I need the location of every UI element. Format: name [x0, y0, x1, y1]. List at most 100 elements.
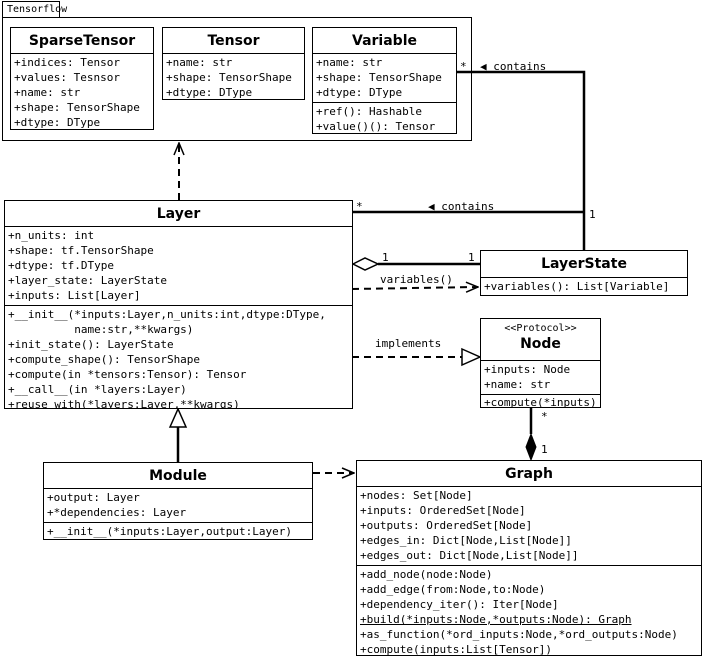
method: +reuse_with(*layers:Layer,**kwargs)	[8, 398, 240, 409]
class-name: Layer	[156, 206, 201, 222]
attributes-section: +name: str +shape: TensorShape +dtype: D…	[163, 54, 304, 99]
methods-section: +__init__(*inputs:Layer,output:Layer)	[44, 523, 312, 539]
package-tensorflow	[2, 17, 472, 141]
method: +add_edge(from:Node,to:Node)	[360, 583, 546, 596]
multiplicity-aggregation-layerstate: 1	[468, 251, 475, 264]
package-tab: Tensorflow	[2, 1, 67, 17]
class-name: LayerState	[541, 256, 627, 272]
edge-layerstate-variable-contains	[457, 70, 586, 250]
multiplicity-graph: 1	[541, 443, 548, 456]
method: +variables(): List[Variable]	[484, 280, 670, 293]
aggregation-diamond	[351, 257, 380, 271]
class-name: Variable	[352, 33, 417, 49]
attributes-section: +output: Layer +*dependencies: Layer	[44, 489, 312, 523]
class-node: <<Protocol>> Node +inputs: Node +name: s…	[480, 318, 601, 408]
methods-section: +ref(): Hashable +value()(): Tensor	[313, 103, 456, 133]
attributes-section: +n_units: int +shape: tf.TensorShape +dt…	[5, 227, 352, 306]
method: +compute(inputs:List[Tensor])	[360, 643, 553, 656]
multiplicity-node: *	[541, 410, 548, 423]
attribute: +dtype: tf.DType	[8, 259, 114, 272]
edge-layer-variables-dependency	[351, 287, 478, 289]
attribute: +n_units: int	[8, 229, 95, 242]
class-header: Graph	[357, 461, 701, 487]
attribute: +dtype: DType	[14, 116, 101, 129]
attributes-section: +name: str +shape: TensorShape +dtype: D…	[313, 54, 456, 103]
method: +__call__(in *layers:Layer)	[8, 383, 187, 396]
class-header: Layer	[5, 201, 352, 227]
edge-label-contains-layer: ◀ contains	[428, 200, 495, 213]
class-module: Module +output: Layer +*dependencies: La…	[43, 462, 313, 540]
method: name:str,**kwargs)	[8, 323, 194, 336]
methods-section: +__init__(*inputs:Layer,n_units:int,dtyp…	[5, 306, 352, 409]
method: +value()(): Tensor	[316, 120, 436, 133]
attributes-section: +indices: Tensor +values: Tesnsor +name:…	[11, 54, 153, 129]
class-name: Tensor	[207, 33, 260, 49]
methods-section: +variables(): List[Variable]	[481, 278, 687, 295]
composition-diamond	[525, 432, 537, 462]
class-header: Tensor	[163, 28, 304, 54]
method: +__init__(*inputs:Layer,n_units:int,dtyp…	[8, 308, 326, 321]
attribute: +dtype: DType	[316, 86, 403, 99]
class-header: Module	[44, 463, 312, 489]
class-header: LayerState	[481, 251, 687, 278]
class-name: Graph	[505, 466, 553, 482]
class-name: SparseTensor	[28, 33, 136, 49]
multiplicity-layerstate-contains: 1	[589, 208, 596, 221]
method: +init_state(): LayerState	[8, 338, 174, 351]
attribute: +shape: TensorShape	[166, 71, 292, 84]
attributes-section: +nodes: Set[Node] +inputs: OrderedSet[No…	[357, 487, 701, 566]
methods-section: +compute(*inputs)	[481, 395, 600, 408]
class-name: Node	[520, 336, 561, 352]
attribute: +dtype: DType	[166, 86, 253, 99]
realization-triangle	[461, 347, 482, 367]
attributes-section: +inputs: Node +name: str	[481, 361, 600, 395]
attribute: +output: Layer	[47, 491, 140, 504]
attribute: +name: str	[14, 86, 81, 99]
attribute: +name: str	[166, 56, 233, 69]
class-header: SparseTensor	[11, 28, 153, 54]
method: +compute_shape(): TensorShape	[8, 353, 201, 366]
method: +compute(*inputs)	[484, 396, 597, 408]
attribute: +edges_out: Dict[Node,List[Node]]	[360, 549, 579, 562]
class-layer: Layer +n_units: int +shape: tf.TensorSha…	[4, 200, 353, 409]
static-method: +build(*inputs:Node,*outputs:Node): Grap…	[360, 613, 632, 626]
attribute: +inputs: OrderedSet[Node]	[360, 504, 526, 517]
edge-label-contains-variable: ◀ contains	[480, 60, 547, 73]
method: +ref(): Hashable	[316, 105, 422, 118]
class-name: Module	[149, 468, 207, 484]
edge-label-implements: implements	[375, 337, 442, 350]
class-header: <<Protocol>> Node	[481, 319, 600, 361]
attribute: +indices: Tensor	[14, 56, 120, 69]
attribute: +shape: TensorShape	[14, 101, 140, 114]
generalization-triangle	[168, 407, 188, 428]
method: +__init__(*inputs:Layer,output:Layer)	[47, 525, 293, 538]
class-stereotype: <<Protocol>>	[504, 323, 577, 334]
attribute: +shape: TensorShape	[316, 71, 442, 84]
method: +add_node(node:Node)	[360, 568, 493, 581]
attribute: +inputs: List[Layer]	[8, 289, 141, 302]
attribute: +layer_state: LayerState	[8, 274, 167, 287]
class-graph: Graph +nodes: Set[Node] +inputs: Ordered…	[356, 460, 702, 656]
class-layer-state: LayerState +variables(): List[Variable]	[480, 250, 688, 296]
class-tensor: Tensor +name: str +shape: TensorShape +d…	[162, 27, 305, 100]
method: +compute(in *tensors:Tensor): Tensor	[8, 368, 247, 381]
attribute: +values: Tesnsor	[14, 71, 120, 84]
attribute: +*dependencies: Layer	[47, 506, 187, 519]
attribute: +name: str	[316, 56, 383, 69]
methods-section: +add_node(node:Node) +add_edge(from:Node…	[357, 566, 701, 656]
edge-label-variables: variables()	[380, 273, 453, 286]
attribute: +name: str	[484, 378, 551, 391]
multiplicity-aggregation-layer: 1	[382, 251, 389, 264]
attribute: +nodes: Set[Node]	[360, 489, 473, 502]
attribute: +edges_in: Dict[Node,List[Node]]	[360, 534, 572, 547]
multiplicity-layer-contains: *	[356, 200, 363, 213]
attribute: +outputs: OrderedSet[Node]	[360, 519, 533, 532]
attribute: +shape: tf.TensorShape	[8, 244, 154, 257]
class-variable: Variable +name: str +shape: TensorShape …	[312, 27, 457, 134]
class-sparse-tensor: SparseTensor +indices: Tensor +values: T…	[10, 27, 154, 130]
attribute: +inputs: Node	[484, 363, 571, 376]
multiplicity-variable: *	[460, 60, 467, 73]
method: +as_function(*ord_inputs:Node,*ord_outpu…	[360, 628, 678, 641]
class-header: Variable	[313, 28, 456, 54]
